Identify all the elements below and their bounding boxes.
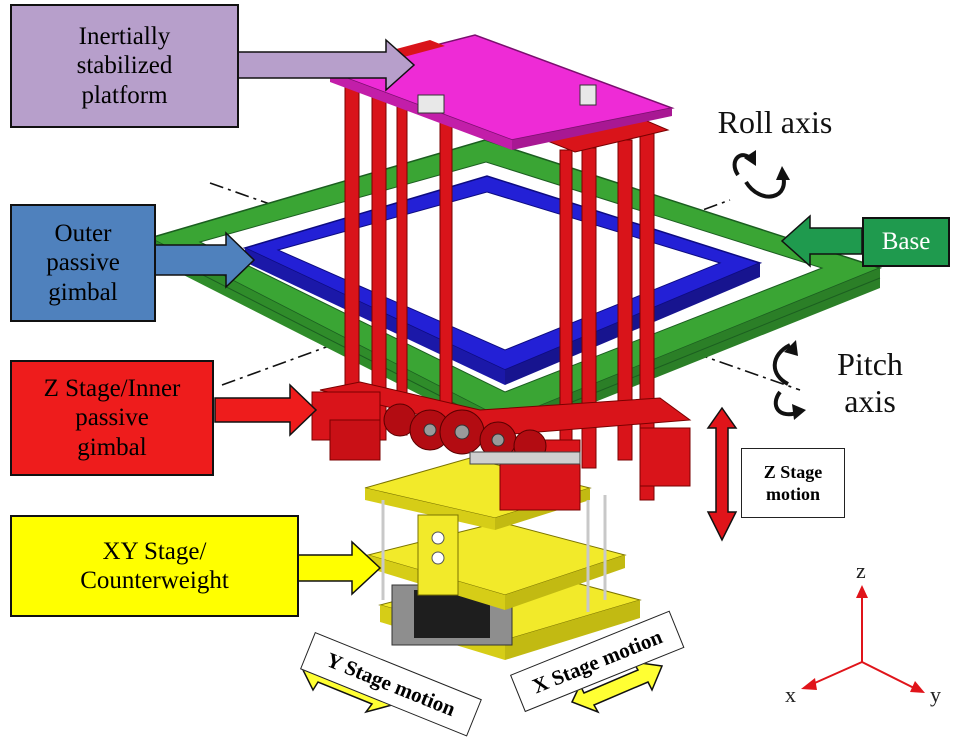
label-roll-axis: Roll axis (700, 104, 850, 141)
label-xy-stage-line-2: Counterweight (80, 567, 229, 594)
xy-stage (364, 457, 642, 660)
label-platform-line-3: platform (81, 81, 168, 109)
label-outer-gimbal: Outer passive gimbal (10, 204, 156, 322)
label-z-stage: Z Stage/Inner passive gimbal (10, 360, 214, 476)
axis-label-x: x (785, 682, 796, 707)
platform-pointer (237, 38, 416, 92)
label-outer-gimbal-line-2: passive (46, 249, 120, 277)
outer-gimbal-pointer (154, 231, 256, 289)
mechanism-diagram: Inertially stabilized platform Outer pas… (10, 4, 950, 737)
label-z-stage-line-3: gimbal (77, 433, 147, 461)
label-z-motion: Z Stage motion (741, 448, 845, 518)
label-outer-gimbal-line-1: Outer (54, 219, 112, 247)
xy-stage-pointer (297, 540, 382, 596)
label-platform-line-1: Inertially (78, 22, 171, 50)
x-motion-arrow (570, 661, 664, 714)
label-z-stage-line-1: Z Stage/Inner (43, 374, 181, 402)
base-pointer (780, 214, 863, 268)
coordinate-axes (801, 585, 925, 693)
pointer-arrows (154, 38, 863, 596)
axis-label-z: z (856, 558, 866, 583)
label-outer-gimbal-line-3: gimbal (48, 278, 118, 306)
label-xy-stage-line-1: XY Stage/ (102, 537, 207, 565)
label-platform: Inertially stabilized platform (10, 4, 239, 128)
z-motion-arrow (706, 406, 738, 542)
label-z-motion-line-1: Z Stage (763, 461, 823, 482)
label-roll-axis-text: Roll axis (717, 104, 833, 140)
label-pitch-axis: Pitch axis (820, 346, 920, 420)
label-xy-stage: XY Stage/ Counterweight (10, 515, 299, 617)
label-z-stage-line-2: passive (75, 404, 149, 432)
label-pitch-axis-line-1: Pitch (837, 346, 903, 382)
pitch-rotation-arrow (772, 340, 806, 420)
roll-rotation-arrow (732, 150, 790, 199)
z-stage-columns (344, 79, 670, 501)
label-base-text: Base (881, 228, 931, 256)
axis-label-y: y (930, 682, 941, 707)
label-platform-line-2: stabilized (76, 52, 173, 80)
label-pitch-axis-line-2: axis (844, 382, 896, 419)
z-stage-pointer (214, 383, 318, 437)
label-z-motion-line-2: motion (766, 484, 820, 504)
mechanism-drawing (147, 34, 925, 714)
z-stage-assembly (311, 381, 692, 511)
label-base: Base (862, 217, 950, 267)
